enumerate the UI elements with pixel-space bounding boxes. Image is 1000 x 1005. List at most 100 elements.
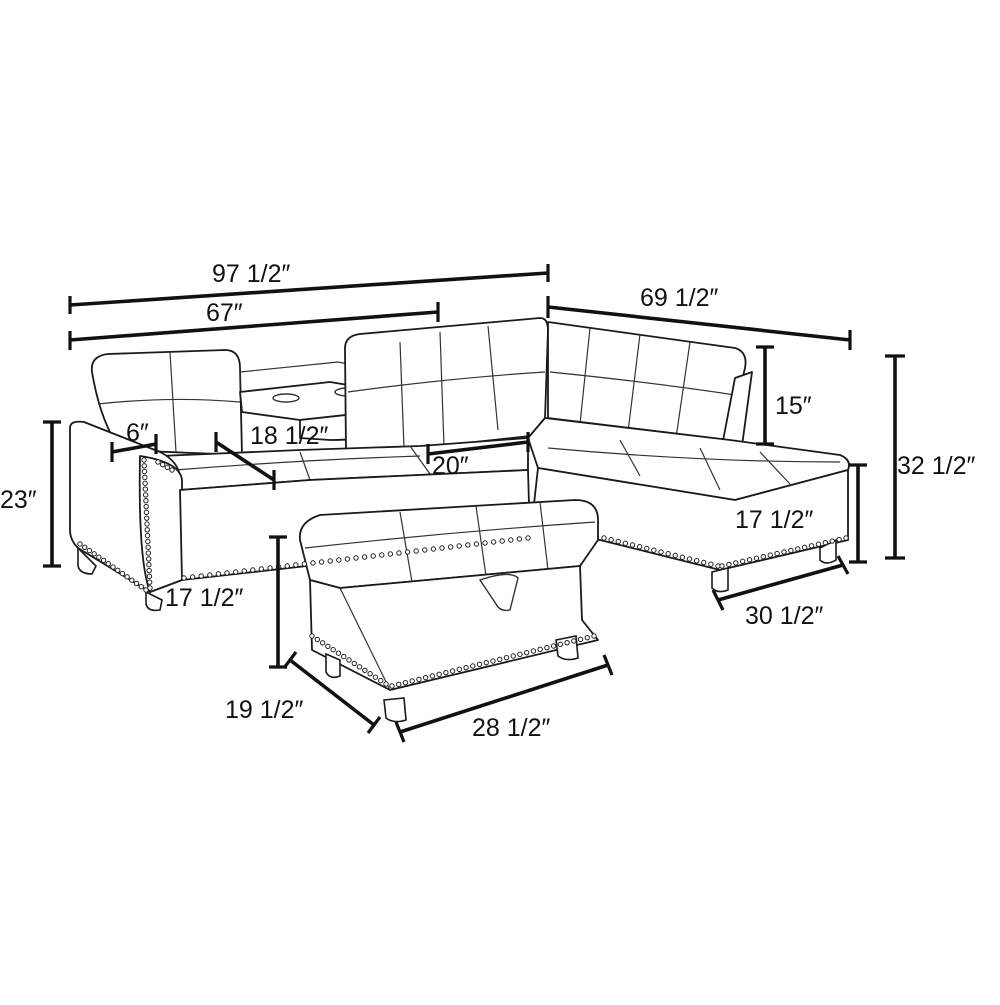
nailhead-stud (142, 480, 148, 486)
nailhead-stud (105, 561, 111, 567)
nailhead-stud (781, 549, 787, 555)
nailhead-stud (808, 543, 815, 549)
left-arm (69, 420, 183, 593)
nailhead-stud (447, 544, 454, 550)
nailhead-stud (142, 474, 148, 481)
chaise-width-label: 30 1/2″ (745, 602, 824, 630)
nailhead-stud (379, 552, 385, 558)
chaise-length-label: 69 1/2″ (640, 284, 719, 312)
back-height-label: 15″ (775, 392, 812, 420)
nailhead-stud (615, 538, 621, 545)
nailhead-stud (701, 559, 707, 566)
nailhead-stud (100, 557, 107, 564)
nailhead-stud (463, 664, 469, 671)
nailhead-stud (537, 646, 543, 653)
nailhead-stud (672, 552, 678, 559)
nailhead-stud (267, 565, 273, 571)
nailhead-stud (564, 639, 570, 646)
nailhead-stud (396, 550, 402, 556)
overall-width-label: 97 1/2″ (212, 260, 291, 288)
nailhead-stud (250, 567, 256, 573)
nailhead-stud (739, 558, 746, 565)
nailhead-stud (416, 676, 422, 683)
nailhead-stud (708, 561, 714, 567)
nailhead-stud (143, 498, 149, 504)
nailhead-stud (77, 541, 83, 547)
nailhead-stud (336, 557, 342, 563)
nailhead-stud (141, 457, 147, 463)
nailhead-stud (145, 556, 152, 562)
nailhead-stud (679, 554, 686, 560)
nailhead-stud (207, 572, 213, 578)
nailhead-stud (686, 556, 693, 562)
nailhead-stud (124, 574, 130, 580)
nailhead-stud (325, 643, 331, 649)
nailhead-stud (143, 509, 150, 516)
nailhead-stud (693, 558, 700, 564)
nailhead-stud (378, 677, 384, 684)
nailhead-stud (636, 544, 643, 550)
nailhead-stud (344, 556, 351, 562)
nailhead-stud (449, 668, 456, 674)
nailhead-stud (503, 654, 510, 661)
chaise-width-line (717, 563, 844, 602)
nailhead-stud (198, 573, 204, 579)
nailhead-stud (544, 644, 550, 651)
nailhead-stud (774, 550, 780, 557)
left-back-cushion (90, 349, 243, 456)
nailhead-stud (456, 543, 462, 549)
dimension-labels: 97 1/2″ 67″ 69 1/2″ 15″ 32 1/2″ 23″ 6″ 1… (0, 260, 976, 742)
nailhead-stud (476, 661, 483, 668)
nailhead-stud (788, 547, 794, 554)
nailhead-trim (77, 457, 849, 689)
nailhead-stud (490, 658, 496, 664)
chaise-length-line (547, 305, 851, 342)
nailhead-stud (760, 553, 767, 560)
nailhead-stud (144, 527, 150, 533)
nailhead-stud (144, 521, 150, 527)
nailhead-stud (499, 538, 505, 544)
nailhead-stud (550, 643, 557, 649)
nailhead-stud (353, 555, 359, 561)
nailhead-stud (144, 532, 151, 539)
nailhead-stud (86, 547, 93, 554)
nailhead-stud (155, 459, 161, 465)
nailhead-stud (372, 674, 379, 680)
nailhead-stud (517, 651, 523, 658)
nailhead-stud (490, 539, 497, 545)
nailhead-stud (584, 634, 590, 641)
nailhead-stud (284, 563, 290, 569)
nailhead-stud (143, 503, 149, 510)
nailhead-stud (482, 540, 488, 546)
ottoman-depth-line (288, 658, 376, 727)
nailhead-stud (733, 560, 739, 566)
nailhead-stud (138, 584, 144, 590)
nailhead-stud (389, 683, 395, 689)
nailhead-stud (753, 555, 760, 561)
seat-width-label: 20″ (432, 452, 469, 480)
nailhead-stud (146, 567, 152, 574)
seat-depth-label: 18 1/2″ (250, 422, 329, 450)
nailhead-stud (367, 671, 373, 677)
nailhead-stud (726, 561, 732, 568)
nailhead-stud (829, 538, 835, 544)
nailhead-stud (362, 667, 368, 673)
nailhead-stud (318, 559, 325, 565)
chaise-seat-height-label: 17 1/2″ (735, 506, 814, 534)
nailhead-stud (146, 573, 153, 580)
sofa-width-line (69, 310, 439, 342)
nailhead-stud (159, 461, 166, 468)
nailhead-stud (429, 673, 436, 679)
nailhead-stud (141, 468, 148, 475)
nailhead-stud (96, 554, 102, 560)
nailhead-stud (577, 636, 584, 643)
nailhead-stud (145, 550, 152, 556)
nailhead-stud (473, 541, 480, 547)
nailhead-stud (327, 558, 333, 564)
chaise-seat (527, 417, 850, 571)
nailhead-stud (143, 587, 149, 593)
nailhead-stud (767, 552, 773, 558)
nailhead-stud (413, 548, 419, 554)
